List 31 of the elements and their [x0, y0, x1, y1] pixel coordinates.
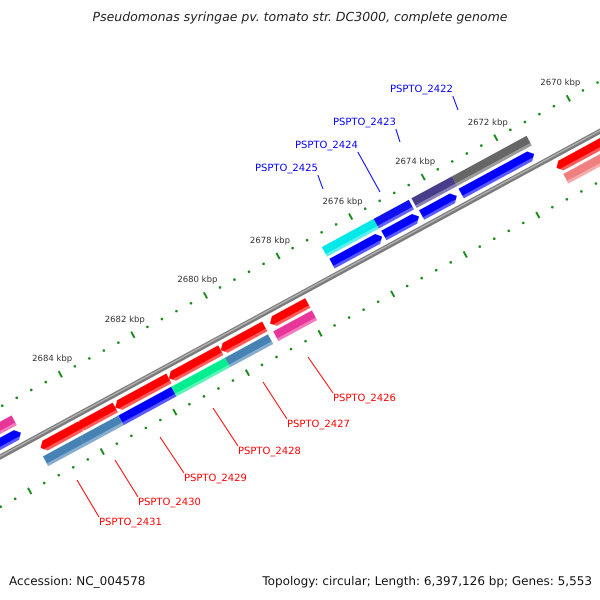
leader-line [76, 480, 100, 518]
gene-label: PSPTO_2422 [390, 84, 453, 96]
leader-line [308, 356, 334, 394]
accession-text: Accession: NC_004578 [9, 574, 146, 588]
gene-label: PSPTO_2431 [99, 517, 162, 529]
leader-line [212, 408, 238, 446]
leader-line [395, 128, 400, 142]
leader-line [317, 174, 324, 190]
gene-label: PSPTO_2430 [138, 497, 201, 509]
scale-label: 2672 kbp [468, 118, 508, 128]
leader-line [357, 152, 380, 192]
scale-label: 2678 kbp [250, 236, 290, 246]
scale-label: 2674 kbp [395, 157, 436, 168]
scale-label: 2682 kbp [104, 314, 145, 325]
gene-label: PSPTO_2423 [333, 117, 396, 129]
map-title: Pseudomonas syringae pv. tomato str. DC3000, complete genome [92, 9, 508, 24]
gene-label: PSPTO_2424 [295, 140, 358, 152]
leader-line [160, 436, 184, 474]
gene-label: PSPTO_2426 [333, 393, 396, 405]
gene-label: PSPTO_2428 [238, 446, 301, 458]
scale-label: 2670 kbp [540, 78, 580, 88]
scale-label: 2680 kbp [177, 275, 218, 286]
gene-label: PSPTO_2427 [287, 419, 350, 431]
genome-summary-text: Topology: circular; Length: 6,397,126 bp; Genes: 5,553 [262, 574, 592, 588]
scale-label: 2684 kbp [32, 354, 72, 364]
scale-label: 2676 kbp [322, 196, 363, 207]
gene-label: PSPTO_2425 [255, 163, 318, 175]
leader-line [452, 96, 458, 110]
leader-line [114, 460, 138, 498]
gene-label: PSPTO_2429 [184, 473, 247, 485]
leader-line [262, 382, 288, 420]
